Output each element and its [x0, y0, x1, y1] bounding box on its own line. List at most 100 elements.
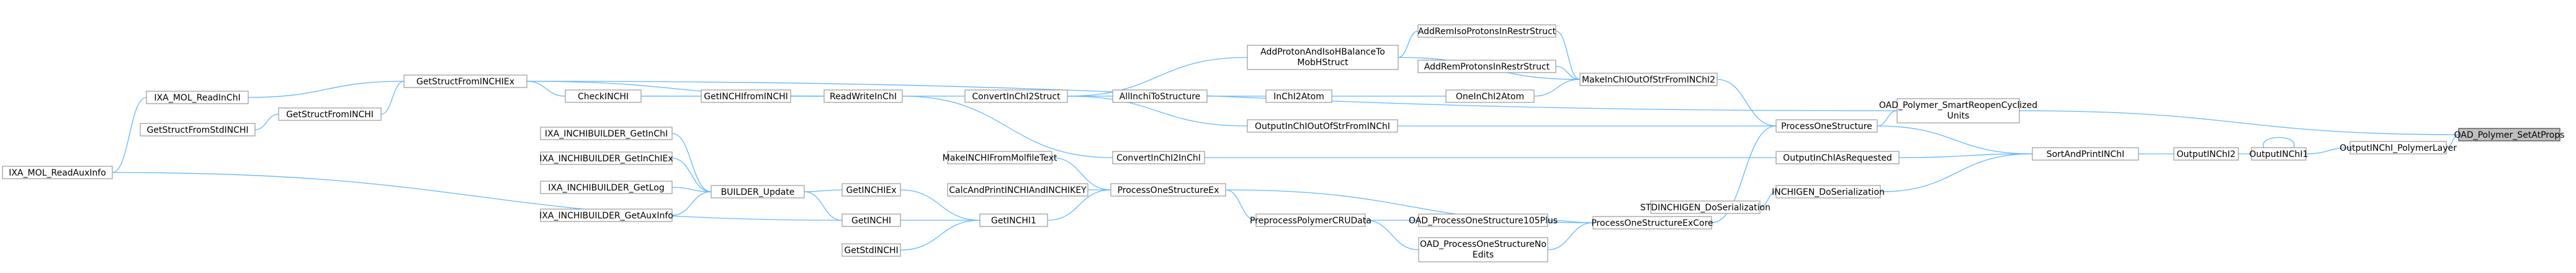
- function-node[interactable]: MakeINCHIFromMolfileText: [943, 151, 1057, 164]
- function-node[interactable]: INCHIGEN_DoSerialization: [1772, 185, 1885, 199]
- call-edge: [671, 133, 712, 192]
- call-edge: [1759, 191, 1777, 208]
- function-node[interactable]: GetINCHIfromINCHI: [701, 89, 791, 103]
- node-label: IXA_MOL_ReadAuxInfo: [9, 168, 106, 178]
- function-node[interactable]: OAD_ProcessOneStructure105Plus: [1409, 213, 1558, 227]
- node-box: [701, 89, 791, 103]
- call-edge: [380, 81, 405, 115]
- function-node[interactable]: CheckINCHI: [565, 89, 642, 103]
- function-node[interactable]: GetINCHI: [841, 213, 901, 227]
- node-box: [540, 181, 673, 194]
- node-box: [540, 151, 673, 165]
- node-label: GetINCHIfromINCHI: [704, 92, 788, 102]
- function-node[interactable]: IXA_INCHIBUILDER_GetInChI: [540, 127, 673, 140]
- node-box: [540, 127, 673, 140]
- function-node[interactable]: ProcessOneStructureEx: [1110, 183, 1226, 197]
- node-label: PreprocessPolymerCRUData: [1250, 216, 1371, 226]
- function-node[interactable]: InChI2Atom: [1265, 89, 1332, 103]
- function-node[interactable]: CalcAndPrintINCHIAndINCHIKEY: [947, 183, 1088, 197]
- node-box: [947, 183, 1088, 197]
- node-label: ProcessOneStructureEx: [1118, 186, 1219, 195]
- function-node[interactable]: ProcessOneStructure: [1775, 119, 1878, 133]
- node-box: [140, 123, 256, 136]
- function-node[interactable]: OneInChI2Atom: [1445, 89, 1535, 103]
- call-edge: [804, 191, 843, 221]
- function-node[interactable]: AllInchiToStructure: [1112, 89, 1208, 103]
- node-box: [1110, 183, 1226, 197]
- function-node[interactable]: GetStructFromStdINCHI: [140, 123, 256, 136]
- node-box: [1247, 45, 1399, 70]
- function-node[interactable]: ProcessOneStructureExCore: [1591, 216, 1713, 230]
- node-box: [2, 166, 113, 179]
- node-label: InChI2Atom: [1273, 92, 1324, 102]
- function-node[interactable]: ReadWriteInChI: [824, 89, 903, 103]
- function-node[interactable]: AddRemIsoProtonsInRestrStruct: [1417, 24, 1556, 38]
- function-node[interactable]: IXA_INCHIBUILDER_GetInChIEx: [539, 151, 673, 165]
- node-label: BUILDER_Update: [721, 187, 795, 197]
- function-node[interactable]: GetStdINCHI: [841, 243, 901, 257]
- call-edge: [1898, 153, 2033, 158]
- function-node[interactable]: IXA_INCHIBUILDER_GetAuxInfo: [539, 208, 673, 222]
- function-node[interactable]: OutputINChI_PolymerLayer: [2340, 141, 2457, 154]
- node-box: [947, 151, 1052, 164]
- function-node[interactable]: IXA_MOL_ReadInChI: [146, 91, 249, 104]
- node-box: [1579, 73, 1718, 86]
- function-node[interactable]: PreprocessPolymerCRUData: [1250, 213, 1371, 227]
- function-node[interactable]: STDINCHIGEN_DoSerialization: [1640, 200, 1770, 214]
- node-box: [841, 183, 901, 197]
- node-box: [1112, 151, 1205, 164]
- node-box: [1650, 200, 1761, 214]
- node-box: [403, 74, 527, 88]
- node-label: Units: [1947, 111, 1970, 121]
- function-node[interactable]: ConvertInChI2InChI: [1112, 151, 1205, 164]
- node-label: AddRemIsoProtonsInRestrStruct: [1418, 27, 1556, 37]
- node-box: [2173, 147, 2239, 161]
- node-label: CalcAndPrintINCHIAndINCHIKEY: [949, 186, 1087, 195]
- function-node: OAD_Polymer_SetAtProps: [2454, 128, 2565, 141]
- node-box: [1417, 24, 1556, 38]
- function-node[interactable]: AddRemProtonsInRestrStruct: [1417, 60, 1556, 73]
- self-call-edge: [2263, 136, 2295, 148]
- node-box: [1112, 89, 1208, 103]
- call-edge: [1877, 110, 1898, 127]
- function-node[interactable]: OutputINChI2: [2173, 147, 2239, 161]
- node-label: OutputINChI2: [2177, 150, 2236, 159]
- call-edge: [1047, 189, 1111, 221]
- node-box: [278, 107, 382, 121]
- function-node[interactable]: GetINCHIEx: [841, 183, 901, 197]
- node-label: MakeINCHIFromMolfileText: [943, 153, 1057, 163]
- function-node[interactable]: GetINCHI1: [979, 213, 1048, 227]
- node-box: [146, 91, 249, 104]
- node-label: GetStructFromINCHI: [286, 110, 374, 120]
- node-label: MobHStruct: [1297, 58, 1349, 68]
- node-label: GetINCHI: [851, 216, 891, 226]
- node-label: IXA_MOL_ReadInChI: [154, 93, 240, 103]
- call-edge: [2019, 110, 2459, 135]
- function-node[interactable]: SortAndPrintINChI: [2032, 147, 2139, 161]
- function-node[interactable]: ConvertInChI2Struct: [964, 89, 1068, 103]
- node-label: OAD_ProcessOneStructureNo: [1420, 239, 1546, 249]
- function-node[interactable]: GetStructFromINCHI: [278, 107, 382, 121]
- function-node[interactable]: IXA_INCHIBUILDER_GetLog: [540, 181, 673, 194]
- node-label: OutputINChI_PolymerLayer: [2340, 143, 2457, 153]
- call-edge: [1717, 79, 1777, 127]
- node-label: AllInchiToStructure: [1120, 92, 1201, 102]
- node-box: [565, 89, 642, 103]
- node-label: ConvertInChI2InChI: [1116, 153, 1201, 163]
- node-box: [1445, 89, 1535, 103]
- node-box: [2349, 141, 2447, 154]
- function-node[interactable]: OutputInChIOutOfStrFromINChI: [1247, 119, 1398, 133]
- node-box: [711, 185, 805, 199]
- function-node[interactable]: GetStructFromINCHIEx: [403, 74, 527, 88]
- node-label: ProcessOneStructureExCore: [1591, 218, 1713, 228]
- node-box: [2458, 128, 2560, 141]
- function-node[interactable]: BUILDER_Update: [711, 185, 805, 199]
- node-box: [1775, 119, 1878, 133]
- function-node[interactable]: OutputINChI1: [2250, 147, 2309, 161]
- function-node[interactable]: IXA_MOL_ReadAuxInfo: [2, 166, 113, 179]
- function-node[interactable]: OutputInChIAsRequested: [1775, 151, 1900, 164]
- function-node[interactable]: MakeInChIOutOfStrFromINChI2: [1579, 73, 1718, 86]
